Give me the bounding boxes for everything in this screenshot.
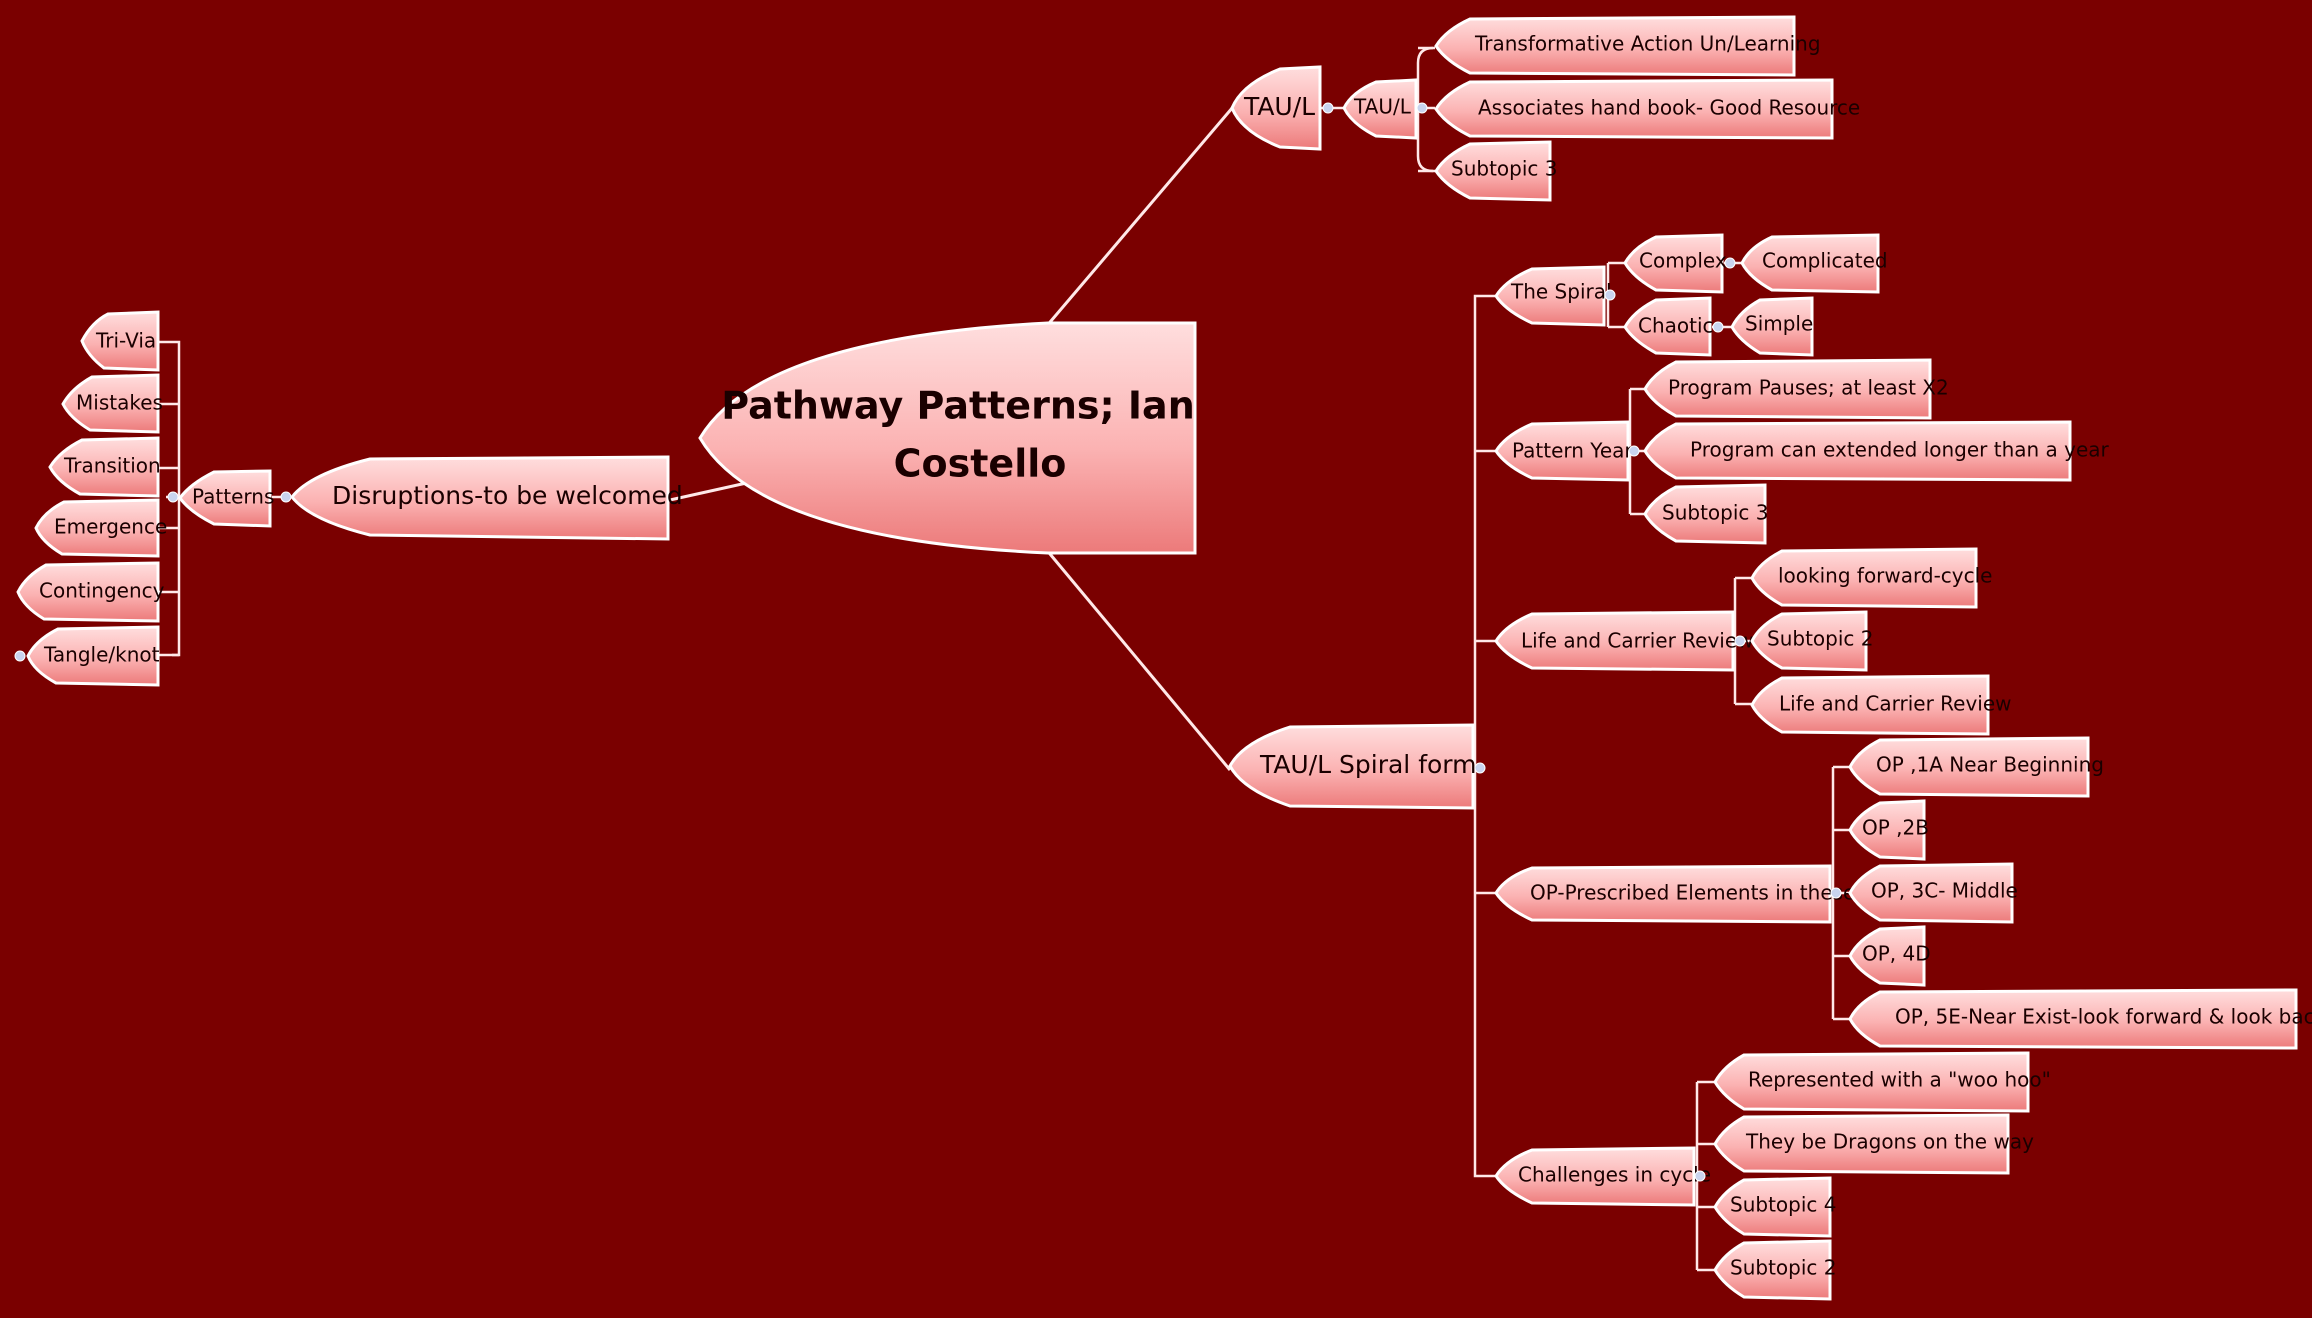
topic-spiral-form[interactable]: TAU/L Spiral form [1228,723,1477,810]
topic-program-pauses-label: Program Pauses; at least X2 [1668,376,1949,400]
topic-the-spiral[interactable]: The Spiral [1494,265,1612,327]
central-topic-line1: Pathway Patterns; Ian [721,384,1195,428]
topic-contingency[interactable]: Contingency [16,561,165,623]
topic-op5[interactable]: OP, 5E-Near Exist-look forward & look ba… [1848,988,2312,1050]
topic-complex-label: Complex [1639,249,1727,273]
topic-pattern-year[interactable]: Pattern Year [1494,420,1633,482]
topic-mistakes[interactable]: Mistakes [61,373,163,434]
collapse-dot[interactable] [1474,762,1486,774]
topic-associates[interactable]: Associates hand book- Good Resource [1434,78,1860,140]
topic-transition-label: Transition [63,454,161,478]
topic-op5-label: OP, 5E-Near Exist-look forward & look ba… [1895,1005,2312,1029]
collapse-dot[interactable] [1712,321,1724,333]
topic-patterns[interactable]: Patterns [178,469,274,528]
topic-challenges-label: Challenges in cycle [1518,1163,1711,1187]
central-topic-line2: Costello [894,442,1067,486]
topic-transition[interactable]: Transition [48,436,161,498]
topic-op2[interactable]: OP ,2B [1848,799,1929,861]
topic-looking-forward-label: looking forward-cycle [1778,564,1992,588]
topic-dragons-label: They be Dragons on the way [1745,1130,2034,1154]
topic-woo-hoo-label: Represented with a "woo hoo" [1748,1068,2051,1092]
collapse-dot[interactable] [1830,887,1842,899]
central-topic[interactable]: Pathway Patterns; Ian Costello [698,321,1197,555]
collapse-dot[interactable] [1322,102,1334,114]
topic-ch-subtopic2[interactable]: Subtopic 2 [1713,1239,1836,1301]
topic-trivia-label: Tri-Via [95,329,156,353]
topic-transformative-label: Transformative Action Un/Learning [1474,32,1821,56]
collapse-dot[interactable] [1694,1170,1706,1182]
topic-taul-sub[interactable]: TAU/L [1342,78,1418,140]
topic-chaotic-label: Chaotic [1638,314,1714,338]
topic-complex[interactable]: Complex [1623,233,1727,294]
topic-disruptions-label: Disruptions-to be welcomed [332,481,683,510]
topic-ch-subtopic4-label: Subtopic 4 [1730,1193,1836,1217]
topic-py-subtopic3-label: Subtopic 3 [1662,501,1768,525]
topic-dragons[interactable]: They be Dragons on the way [1713,1113,2034,1175]
topic-lr-subtopic2-label: Subtopic 2 [1767,627,1873,651]
topic-woo-hoo[interactable]: Represented with a "woo hoo" [1713,1051,2051,1113]
topic-pattern-year-label: Pattern Year [1512,439,1633,463]
topic-associates-label: Associates hand book- Good Resource [1478,96,1860,120]
topic-program-extended[interactable]: Program can extended longer than a year [1643,420,2110,482]
topic-life-review-child-label: Life and Carrier Review [1779,692,2012,716]
topic-complicated-label: Complicated [1762,249,1888,273]
topic-patterns-label: Patterns [192,485,274,509]
topic-spiral-form-label: TAU/L Spiral form [1259,750,1477,779]
topic-ch-subtopic2-label: Subtopic 2 [1730,1256,1836,1280]
topic-op-elements-label: OP-Prescribed Elements in these [1530,881,1855,905]
topic-taul-label: TAU/L [1243,92,1315,121]
collapse-dot[interactable] [1628,445,1640,457]
topic-simple-label: Simple [1745,312,1813,336]
topic-lr-subtopic2[interactable]: Subtopic 2 [1750,610,1873,672]
topic-life-review-child[interactable]: Life and Carrier Review [1750,674,2012,736]
topic-emergence-label: Emergence [54,515,167,539]
topic-simple[interactable]: Simple [1730,296,1814,357]
topic-looking-forward[interactable]: looking forward-cycle [1750,547,1992,609]
topic-complicated[interactable]: Complicated [1740,233,1888,294]
topic-disruptions[interactable]: Disruptions-to be welcomed [290,455,683,541]
topic-challenges[interactable]: Challenges in cycle [1494,1146,1711,1207]
topic-op2-label: OP ,2B [1862,816,1929,840]
topic-mistakes-label: Mistakes [76,391,163,415]
topic-contingency-label: Contingency [39,579,165,603]
topic-taul-subtopic3[interactable]: Subtopic 3 [1434,140,1557,202]
topic-op3[interactable]: OP, 3C- Middle [1848,862,2018,924]
topic-op4[interactable]: OP, 4D [1848,925,1931,987]
collapse-dot[interactable] [1416,102,1428,114]
topic-trivia[interactable]: Tri-Via [80,310,160,372]
topic-taul-subtopic3-label: Subtopic 3 [1451,157,1557,181]
topic-tangle-label: Tangle/knot [43,643,160,667]
topic-life-review-label: Life and Carrier Review [1521,629,1754,653]
topic-chaotic[interactable]: Chaotic [1623,296,1714,357]
topic-op1[interactable]: OP ,1A Near Beginning [1848,736,2104,798]
topic-emergence[interactable]: Emergence [34,498,167,558]
topic-program-pauses[interactable]: Program Pauses; at least X2 [1643,358,1949,420]
collapse-dot[interactable] [1734,635,1746,647]
collapse-dot[interactable] [1724,257,1736,269]
topic-ch-subtopic4[interactable]: Subtopic 4 [1713,1176,1836,1238]
topic-taul[interactable]: TAU/L [1230,65,1322,151]
topic-life-review[interactable]: Life and Carrier Review [1494,610,1754,672]
topic-op-elements[interactable]: OP-Prescribed Elements in these [1494,864,1855,924]
topic-tangle[interactable]: Tangle/knot [26,625,160,687]
topic-op4-label: OP, 4D [1862,942,1931,966]
collapse-dot[interactable] [280,491,292,503]
topic-py-subtopic3[interactable]: Subtopic 3 [1643,483,1768,545]
topic-program-extended-label: Program can extended longer than a year [1690,438,2110,462]
collapse-dot[interactable] [14,650,26,662]
topic-the-spiral-label: The Spiral [1510,280,1612,304]
collapse-dot[interactable] [167,491,179,503]
topic-op3-label: OP, 3C- Middle [1871,879,2018,903]
topic-transformative[interactable]: Transformative Action Un/Learning [1434,15,1821,77]
topic-op1-label: OP ,1A Near Beginning [1876,753,2104,777]
topic-taul-sub-label: TAU/L [1353,95,1412,119]
collapse-dot[interactable] [1604,289,1616,301]
